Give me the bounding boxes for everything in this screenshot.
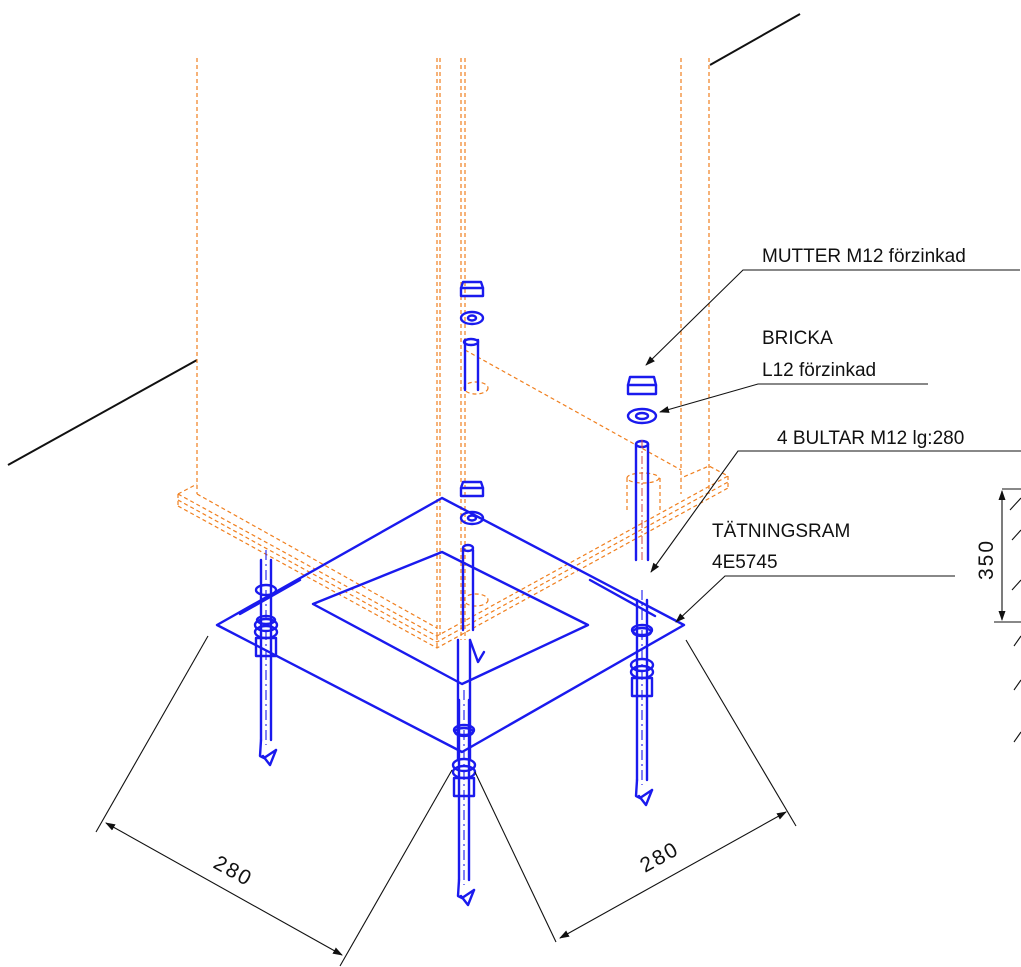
dim-width-right-value: 280 [636, 837, 683, 877]
bolts-label: 4 BULTAR M12 lg:280 [777, 428, 964, 449]
bolt-rear [459, 280, 486, 664]
frame-label-line1: TÄTNINGSRAM [712, 521, 850, 542]
bolt-left [253, 548, 279, 767]
dim-height [994, 488, 1021, 743]
sealing-frame [215, 496, 686, 754]
bolt-front [451, 638, 477, 907]
frame-label-line2: 4E5745 [712, 552, 778, 573]
washer-l12 [626, 407, 658, 425]
leaders [645, 269, 1021, 623]
slab-edge-top-right [709, 13, 801, 66]
washer-label-line2: L12 förzinkad [762, 360, 876, 381]
bolt-right [626, 375, 658, 807]
washer-label-line1: BRICKA [762, 328, 833, 349]
dim-width-left [95, 635, 453, 967]
slab-edge-left [7, 359, 198, 466]
dim-height-value: 350 [975, 539, 998, 580]
dim-width-right [474, 639, 797, 943]
nut-label: MUTTER M12 förzinkad [762, 246, 966, 267]
